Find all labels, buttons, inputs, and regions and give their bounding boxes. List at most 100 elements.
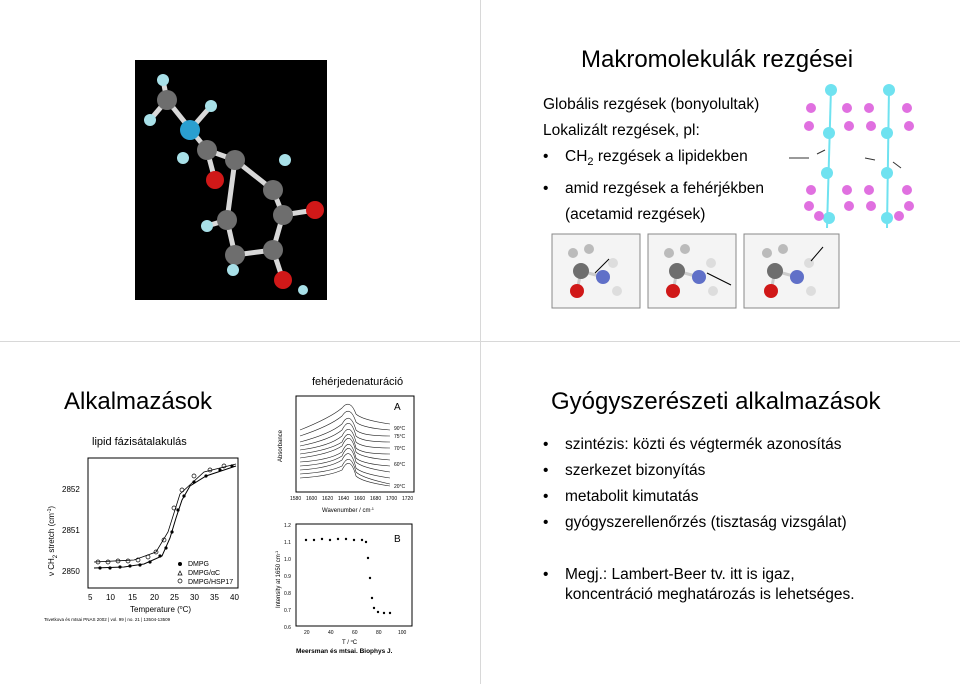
bullet-note: •Megj.: Lambert-Beer tv. itt is igaz,: [543, 566, 795, 583]
bullet-ch2-pre: CH: [565, 148, 588, 165]
slide-pharma-applications: Gyógyszerészeti alkalmazások •szintézis:…: [480, 342, 960, 684]
bullet-ch2-sub: 2: [587, 156, 594, 169]
bullet-amide: • amid rezgések a fehérjékben: [543, 180, 765, 197]
b-x-tick: 20: [304, 630, 310, 636]
slide-title: Gyógyszerészeti alkalmazások: [551, 388, 881, 415]
c-atom: [263, 240, 283, 260]
temp-label: 60°C: [394, 462, 406, 468]
lipid-y-tick: 2851: [62, 526, 80, 535]
h-atom: [205, 100, 217, 112]
acetamide-3: [762, 244, 824, 298]
h-atom: [201, 220, 213, 232]
h-atom: [279, 154, 291, 166]
b-y-tick: 0.8: [284, 591, 291, 597]
slide-applications: Alkalmazások lipid fázisátalakulás fehér…: [0, 342, 480, 684]
bullet-synthesis: •szintézis: közti és végtermék azonosítá…: [543, 436, 842, 453]
bullet-structure: •szerkezet bizonyítás: [543, 462, 706, 479]
wn-tick: 1720: [402, 496, 413, 502]
c-atom: [157, 90, 177, 110]
ch2-axis-label: ν CH2 stretch (cm-1): [47, 506, 59, 576]
acetamide-vibrations-image: [551, 233, 840, 309]
denaturation-intensity-chart: B Intensity at 1650 cm-1 1.2 1.1 1.0 0.9…: [274, 523, 413, 647]
c-atom: [273, 205, 293, 225]
legend-entry: DMPG/HSP17: [188, 579, 233, 586]
h-atom: [144, 114, 156, 126]
h-atom: [177, 152, 189, 164]
text-line: Globális rezgések (bonyolultak): [543, 96, 760, 113]
citation-right: Meersman és mtsai. Biophys J.: [296, 648, 393, 655]
wavenumber-label: Wavenumber / cm-1: [322, 506, 375, 515]
slide-title: Alkalmazások: [64, 388, 213, 415]
lipid-x-tick: 25: [170, 593, 179, 602]
lipid-x-tick: 35: [210, 593, 219, 602]
ftir-spectra-chart: A Absorbance 90°C 75°C 70°C 60°C 20°C 15…: [278, 395, 415, 515]
temp-label: 90°C: [394, 426, 406, 432]
lipid-x-tick: 15: [128, 593, 137, 602]
slide-title: Makromolekulák rezgései: [581, 46, 854, 73]
protein-denat-label: fehérjedenaturáció: [312, 376, 404, 388]
temp-label: 75°C: [394, 434, 406, 440]
lipid-phase-label: lipid fázisátalakulás: [92, 436, 187, 448]
legend-entry: DMPG/αC: [188, 570, 220, 577]
lipid-x-tick: 10: [106, 593, 115, 602]
panel-a-label: A: [394, 402, 401, 413]
bullet-drug-control: •gyógyszerellenőrzés (tisztaság vizsgála…: [543, 514, 847, 531]
bullet-amide-text: amid rezgések a fehérjékben: [565, 180, 765, 197]
b-x-tick: 100: [398, 630, 407, 636]
bullet-amide-cont: (acetamid rezgések): [565, 206, 706, 223]
bullet-ch2: • CH2 rezgések a lipidekben: [543, 148, 748, 169]
o-atom: [274, 271, 292, 289]
text-line: Lokalizált rezgések, pl:: [543, 122, 700, 139]
b-x-tick: 40: [328, 630, 334, 636]
b-x-tick: 60: [352, 630, 358, 636]
c-atom: [217, 210, 237, 230]
b-y-tick: 1.1: [284, 540, 291, 546]
intensity-label: Intensity at 1650 cm-1: [274, 550, 283, 608]
temp-label: 20°C: [394, 484, 406, 490]
lipid-x-tick: 5: [88, 593, 93, 602]
panel-b-label: B: [394, 534, 401, 545]
n-atom: [180, 120, 200, 140]
b-y-tick: 0.7: [284, 608, 291, 614]
temp-label: 70°C: [394, 446, 406, 452]
h-atom: [157, 74, 169, 86]
molecule-3d-image: [135, 60, 327, 300]
c-atom: [225, 150, 245, 170]
slide-macromolecule-vibrations: Makromolekulák rezgései Globális rezgése…: [480, 0, 960, 342]
wn-tick: 1620: [322, 496, 333, 502]
wn-tick: 1680: [370, 496, 381, 502]
acetamide-1: [568, 244, 622, 298]
lipid-x-tick: 40: [230, 593, 239, 602]
lipid-x-tick: 30: [190, 593, 199, 602]
wn-tick: 1600: [306, 496, 317, 502]
wn-tick: 1660: [354, 496, 365, 502]
bullet-ch2-post: rezgések a lipidekben: [593, 148, 748, 165]
absorbance-label: Absorbance: [278, 429, 284, 462]
o-atom: [206, 171, 224, 189]
bullet-metabolite: •metabolit kimutatás: [543, 488, 699, 505]
wn-tick: 1580: [290, 496, 301, 502]
bullet-note-cont: koncentráció meghatározás is lehetséges.: [565, 586, 855, 603]
lipid-bilayer-image: [789, 84, 914, 229]
b-y-tick: 0.9: [284, 574, 291, 580]
citation-left: Tsvetkova és mtsai PNAS 2002 | vol. 99 |…: [44, 617, 171, 622]
b-y-tick: 1.0: [284, 557, 291, 563]
legend-entry: DMPG: [188, 561, 209, 568]
t-axis-label: T / oC: [342, 638, 358, 647]
b-x-tick: 80: [376, 630, 382, 636]
c-atom: [197, 140, 217, 160]
acetamide-2: [664, 244, 732, 298]
h-atom: [227, 264, 239, 276]
lipid-y-tick: 2852: [62, 485, 80, 494]
b-y-tick: 0.6: [284, 625, 291, 631]
slide-molecule: [0, 0, 480, 342]
b-y-tick: 1.2: [284, 523, 291, 529]
wn-tick: 1640: [338, 496, 349, 502]
lipid-y-tick: 2850: [62, 567, 80, 576]
o-atom: [306, 201, 324, 219]
lipid-x-tick: 20: [150, 593, 159, 602]
c-atom: [225, 245, 245, 265]
temperature-axis-label: Temperature (oC): [130, 605, 191, 614]
c-atom: [263, 180, 283, 200]
h-atom: [298, 285, 308, 295]
